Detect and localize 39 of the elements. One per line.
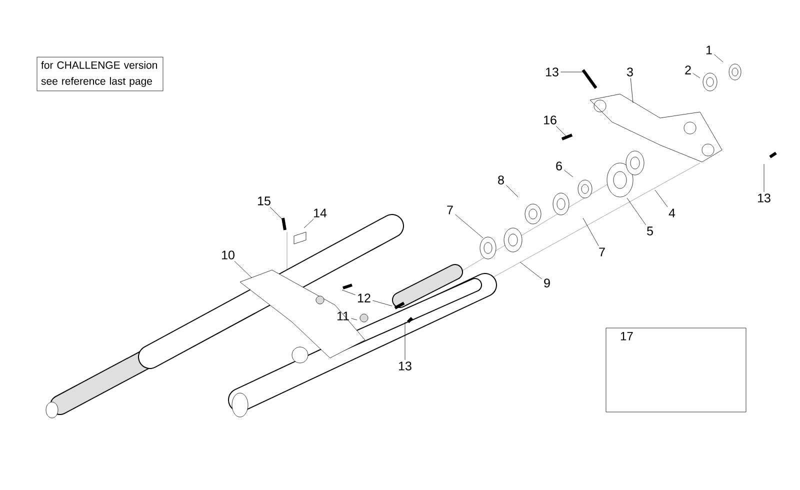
leader-line	[342, 290, 356, 296]
leader-line	[520, 262, 542, 280]
leader-line	[506, 184, 518, 198]
callout-number: 7	[599, 248, 605, 256]
part-frame: 17	[606, 328, 746, 412]
callout-number: 1	[706, 46, 712, 54]
callout-number: 5	[647, 226, 653, 236]
leader-line	[654, 190, 668, 208]
callout-number: 13	[546, 68, 558, 76]
leader-line	[372, 300, 392, 306]
callout-number: 11	[337, 312, 349, 320]
leader-line	[630, 78, 634, 104]
leader-line	[626, 198, 646, 226]
leader-line	[454, 214, 484, 238]
callout-number: 12	[358, 294, 370, 302]
leader-line	[404, 322, 406, 360]
callout-number: 4	[668, 208, 676, 218]
note-box: for CHALLENGE version see reference last page	[36, 56, 164, 92]
callout-number: 3	[627, 68, 633, 76]
leader-line	[582, 218, 599, 246]
leader-line	[556, 126, 566, 136]
callout-number: 9	[544, 278, 550, 288]
callout-number: 16	[544, 116, 556, 124]
callout-number: 2	[685, 66, 691, 74]
leader-line	[714, 54, 724, 62]
leader-line	[351, 318, 358, 320]
callout-number: 6	[556, 162, 562, 170]
leader-line	[270, 206, 284, 220]
callout-number: 14	[314, 208, 327, 218]
callout-number: 10	[222, 250, 234, 260]
callout-number: 13	[758, 194, 770, 202]
callout-number: 7	[447, 206, 453, 214]
callout-number: 8	[498, 176, 504, 184]
leader-line	[234, 260, 252, 278]
leader-line	[692, 73, 700, 78]
leader-line	[304, 218, 314, 228]
leader-line	[564, 170, 574, 178]
callout-number: 13	[399, 362, 412, 370]
callout-number: 15	[258, 196, 270, 206]
